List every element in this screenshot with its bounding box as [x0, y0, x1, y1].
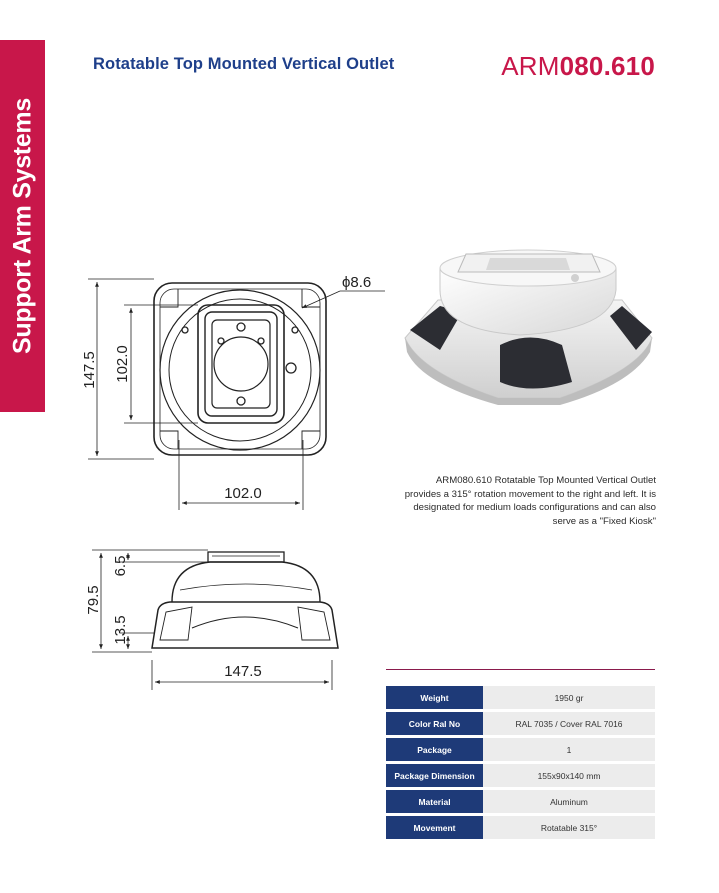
spec-key: Movement: [386, 816, 483, 839]
dim-width-inner: 102.0: [224, 485, 262, 502]
side-tab: Support Arm Systems: [0, 40, 45, 412]
table-row: Weight 1950 gr: [386, 686, 655, 709]
dim-hole: ϕ8.6: [342, 274, 371, 291]
table-row: Movement Rotatable 315°: [386, 816, 655, 839]
table-row: Material Aluminum: [386, 790, 655, 813]
dim-width: 147.5: [224, 663, 262, 680]
top-view-dimensions: [88, 278, 385, 510]
dim-base-height: 13.5: [112, 615, 129, 644]
spec-value: RAL 7035 / Cover RAL 7016: [483, 712, 655, 735]
dim-height-outer: 147.5: [81, 351, 98, 389]
spec-value: 1: [483, 738, 655, 761]
spec-key: Material: [386, 790, 483, 813]
spec-key: Color Ral No: [386, 712, 483, 735]
product-code-prefix: ARM: [501, 51, 560, 81]
dim-top-height: 6.5: [112, 556, 129, 577]
spec-key: Package Dimension: [386, 764, 483, 787]
table-row: Package 1: [386, 738, 655, 761]
product-code: ARM080.610: [501, 51, 655, 82]
dim-height-inner: 102.0: [114, 345, 131, 383]
spec-value: Rotatable 315°: [483, 816, 655, 839]
spec-value: 1950 gr: [483, 686, 655, 709]
top-view: [153, 282, 327, 456]
spec-key: Weight: [386, 686, 483, 709]
dim-total-height: 79.5: [85, 585, 102, 614]
product-render: [404, 249, 653, 405]
spec-value: 155x90x140 mm: [483, 764, 655, 787]
side-view: [151, 551, 339, 649]
page-title: Rotatable Top Mounted Vertical Outlet: [93, 55, 395, 73]
spec-key: Package: [386, 738, 483, 761]
product-description: ARM080.610 Rotatable Top Mounted Vertica…: [404, 475, 656, 528]
table-row: Color Ral No RAL 7035 / Cover RAL 7016: [386, 712, 655, 735]
spec-value: Aluminum: [483, 790, 655, 813]
spec-table: Weight 1950 gr Color Ral No RAL 7035 / C…: [386, 683, 655, 842]
divider: [386, 669, 655, 670]
table-row: Package Dimension 155x90x140 mm: [386, 764, 655, 787]
product-code-number: 080.610: [559, 51, 655, 81]
side-view-dimensions: [92, 549, 333, 690]
